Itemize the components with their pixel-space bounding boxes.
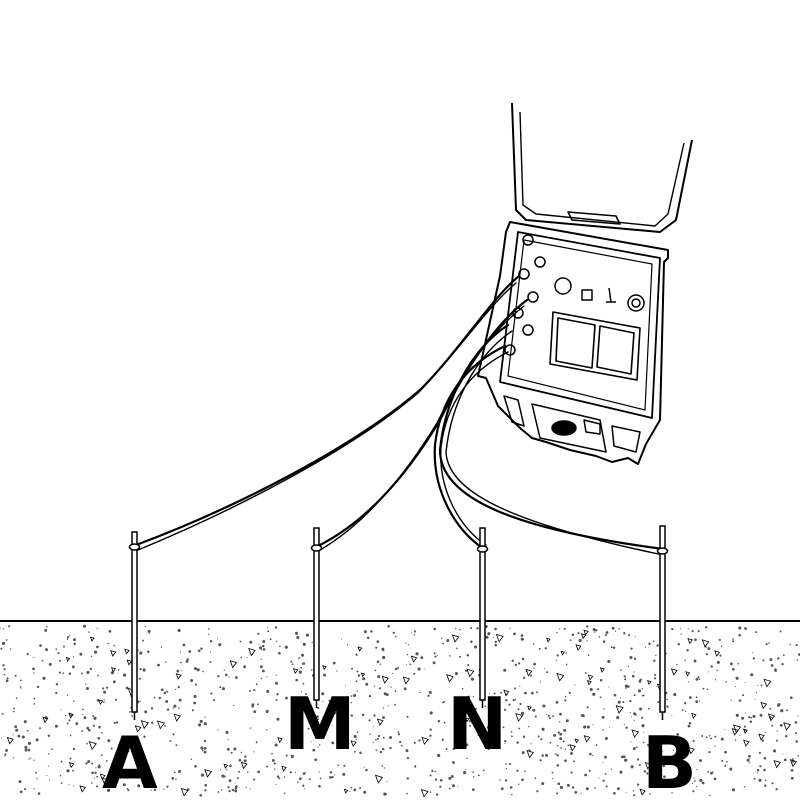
cable-m-inner (319, 305, 525, 551)
device-front-panel (499, 231, 661, 419)
toggle-switch-icon (606, 287, 616, 303)
device-front-panel-inner (507, 239, 653, 411)
device-lid-handle (567, 211, 621, 225)
electrode-label-a: A (102, 721, 158, 805)
electrode-label-b: B (642, 721, 697, 805)
soil-texture (0, 624, 800, 798)
electrode-m-stake (310, 527, 323, 708)
knob-icon (554, 277, 572, 295)
square-button-icon (581, 289, 593, 301)
electrode-n-stake (476, 527, 489, 708)
cable-a (134, 274, 521, 547)
device-body (477, 221, 669, 465)
device-lower-section (503, 395, 641, 453)
electrode-b-stake (656, 525, 669, 720)
cables (134, 274, 665, 556)
device-display-windows (549, 311, 641, 381)
electrodes (128, 525, 669, 720)
cable-b (438, 323, 665, 551)
dial-icon (627, 294, 645, 312)
electrode-label-m: M (284, 682, 356, 766)
device-controls (554, 277, 645, 312)
cable-b-inner (445, 330, 664, 556)
device-terminals (504, 234, 546, 356)
device-lid-inner (519, 111, 685, 227)
speaker-icon (551, 420, 577, 436)
cable-n (433, 344, 507, 551)
device-lid (511, 102, 693, 233)
cable-a-inner (137, 282, 517, 551)
resistivity-meter-icon (477, 102, 693, 465)
electrode-label-n: N (447, 682, 508, 766)
electrode-a-stake (128, 531, 141, 720)
cable-n-inner (440, 351, 509, 546)
